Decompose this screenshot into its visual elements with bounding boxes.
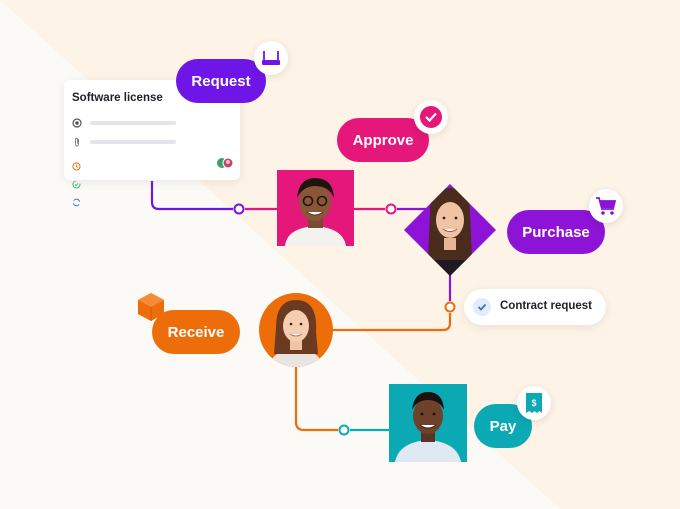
chip-label: Contract request xyxy=(500,300,592,312)
radio-icon xyxy=(72,118,82,128)
chip-check-circle xyxy=(473,298,491,316)
placeholder-line xyxy=(90,140,176,144)
receiver-photo xyxy=(258,292,334,368)
placeholder-line xyxy=(90,121,176,125)
inbox-tray-icon xyxy=(261,49,281,67)
card-title: Software license xyxy=(72,92,163,104)
paperclip-icon xyxy=(72,137,82,147)
contract-request-chip[interactable]: Contract request xyxy=(464,289,606,325)
shopping-cart-icon xyxy=(595,196,617,216)
sync-icon xyxy=(72,198,81,207)
checkmark-circle-icon xyxy=(419,105,443,129)
card-attachment-row xyxy=(72,137,182,147)
receive-step-pill[interactable]: Receive xyxy=(152,310,240,354)
request-badge xyxy=(254,41,288,75)
request-step-pill[interactable]: Request xyxy=(176,59,266,103)
receipt-dollar-icon: $ xyxy=(525,392,543,414)
card-status-icons xyxy=(72,158,81,212)
assignee-avatars xyxy=(216,157,234,169)
approve-badge xyxy=(414,100,448,134)
payer-photo xyxy=(389,384,467,462)
card-field-row xyxy=(72,118,182,128)
clock-icon xyxy=(72,162,81,171)
svg-text:$: $ xyxy=(531,398,536,408)
checkmark-icon xyxy=(473,298,491,316)
purchase-step-pill[interactable]: Purchase xyxy=(507,210,605,254)
refresh-check-icon xyxy=(72,180,81,189)
purchaser-photo xyxy=(402,182,498,278)
approver-photo xyxy=(277,170,354,246)
purchase-badge xyxy=(589,189,623,223)
pay-badge: $ xyxy=(517,386,551,420)
